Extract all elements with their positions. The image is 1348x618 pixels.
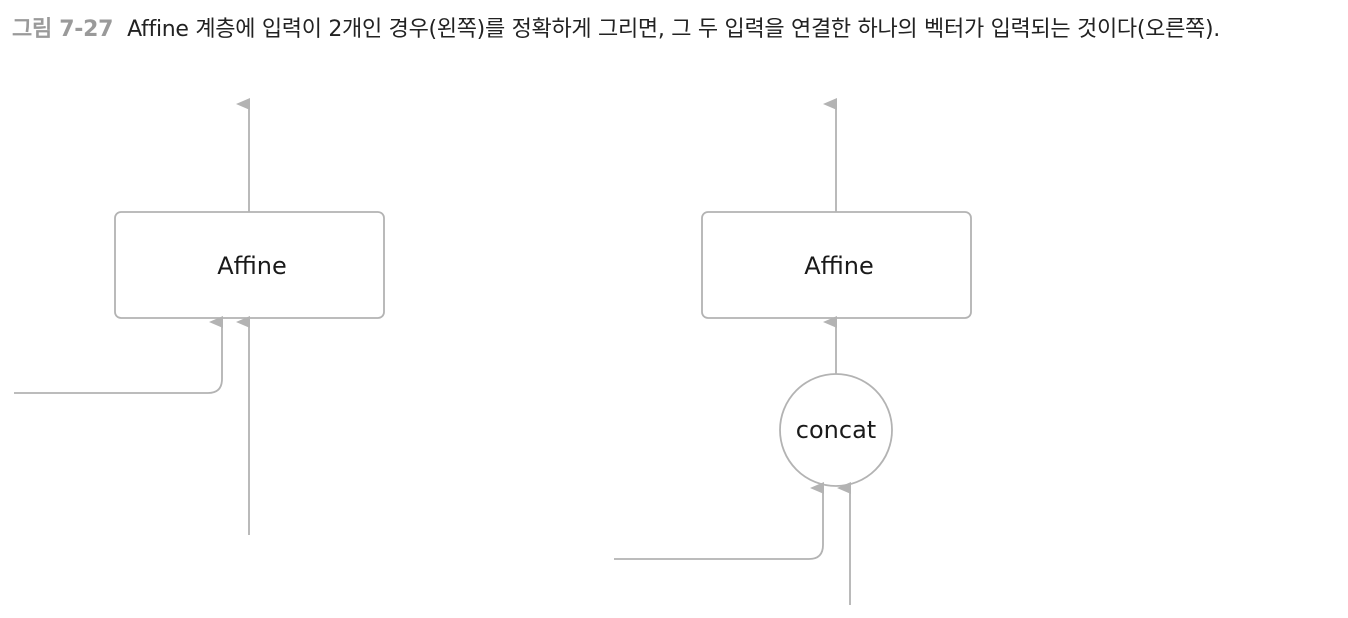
- right-affine-label: Affine: [804, 252, 874, 280]
- left-affine-label: Affine: [217, 252, 287, 280]
- concat-label: concat: [796, 416, 876, 444]
- right-input-arrow-side: [614, 482, 824, 560]
- figure-label: 그림 7-27: [12, 17, 114, 42]
- concat-node: [779, 373, 893, 487]
- left-diagram: Affine: [14, 98, 385, 535]
- figure-caption: 그림 7-27 Affine 계층에 입력이 2개인 경우(왼쪽)를 정확하게 그…: [12, 12, 1338, 48]
- left-input-arrow-side: [14, 316, 223, 394]
- right-diagram: Affine concat: [614, 98, 972, 605]
- caption-text: Affine 계층에 입력이 2개인 경우(왼쪽)를 정확하게 그리면, 그 두…: [127, 17, 1220, 42]
